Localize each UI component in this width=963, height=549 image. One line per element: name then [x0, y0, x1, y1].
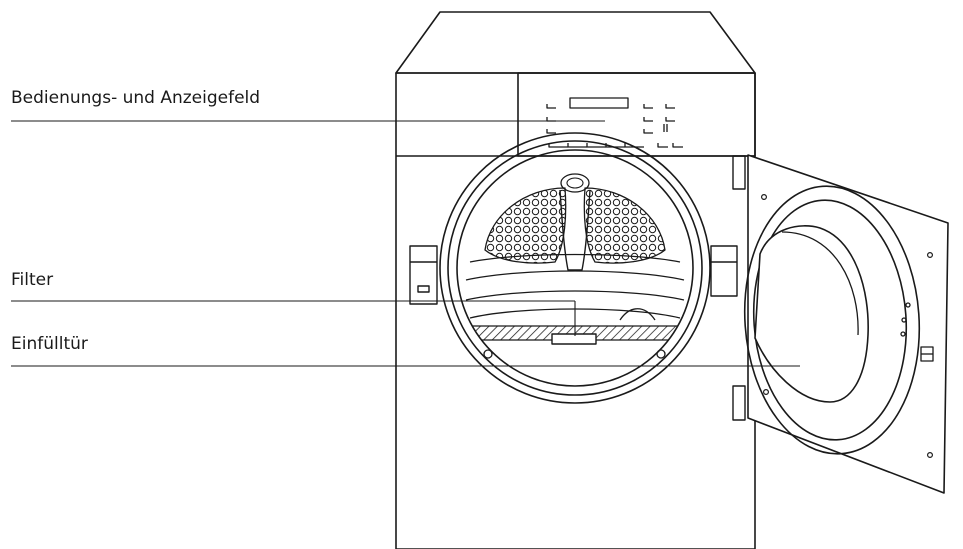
display-window: [569, 97, 629, 109]
drum-perforation-right: [583, 187, 666, 264]
door-ring-outer: [743, 185, 921, 455]
filter-handle: [551, 333, 597, 345]
dryer-top: [395, 11, 756, 74]
door-glass: [754, 225, 869, 403]
door-opening-outer: [439, 132, 711, 404]
drum-perforation-left: [484, 187, 567, 264]
label-filter: Filter: [11, 270, 54, 290]
door-handle: [900, 302, 934, 362]
drum: [456, 149, 694, 387]
label-loading-door: Einfülltür: [11, 334, 88, 354]
right-hinge-block: [710, 245, 738, 297]
label-control-panel: Bedienungs- und Anzeigefeld: [11, 88, 261, 108]
left-latch: [409, 245, 438, 305]
